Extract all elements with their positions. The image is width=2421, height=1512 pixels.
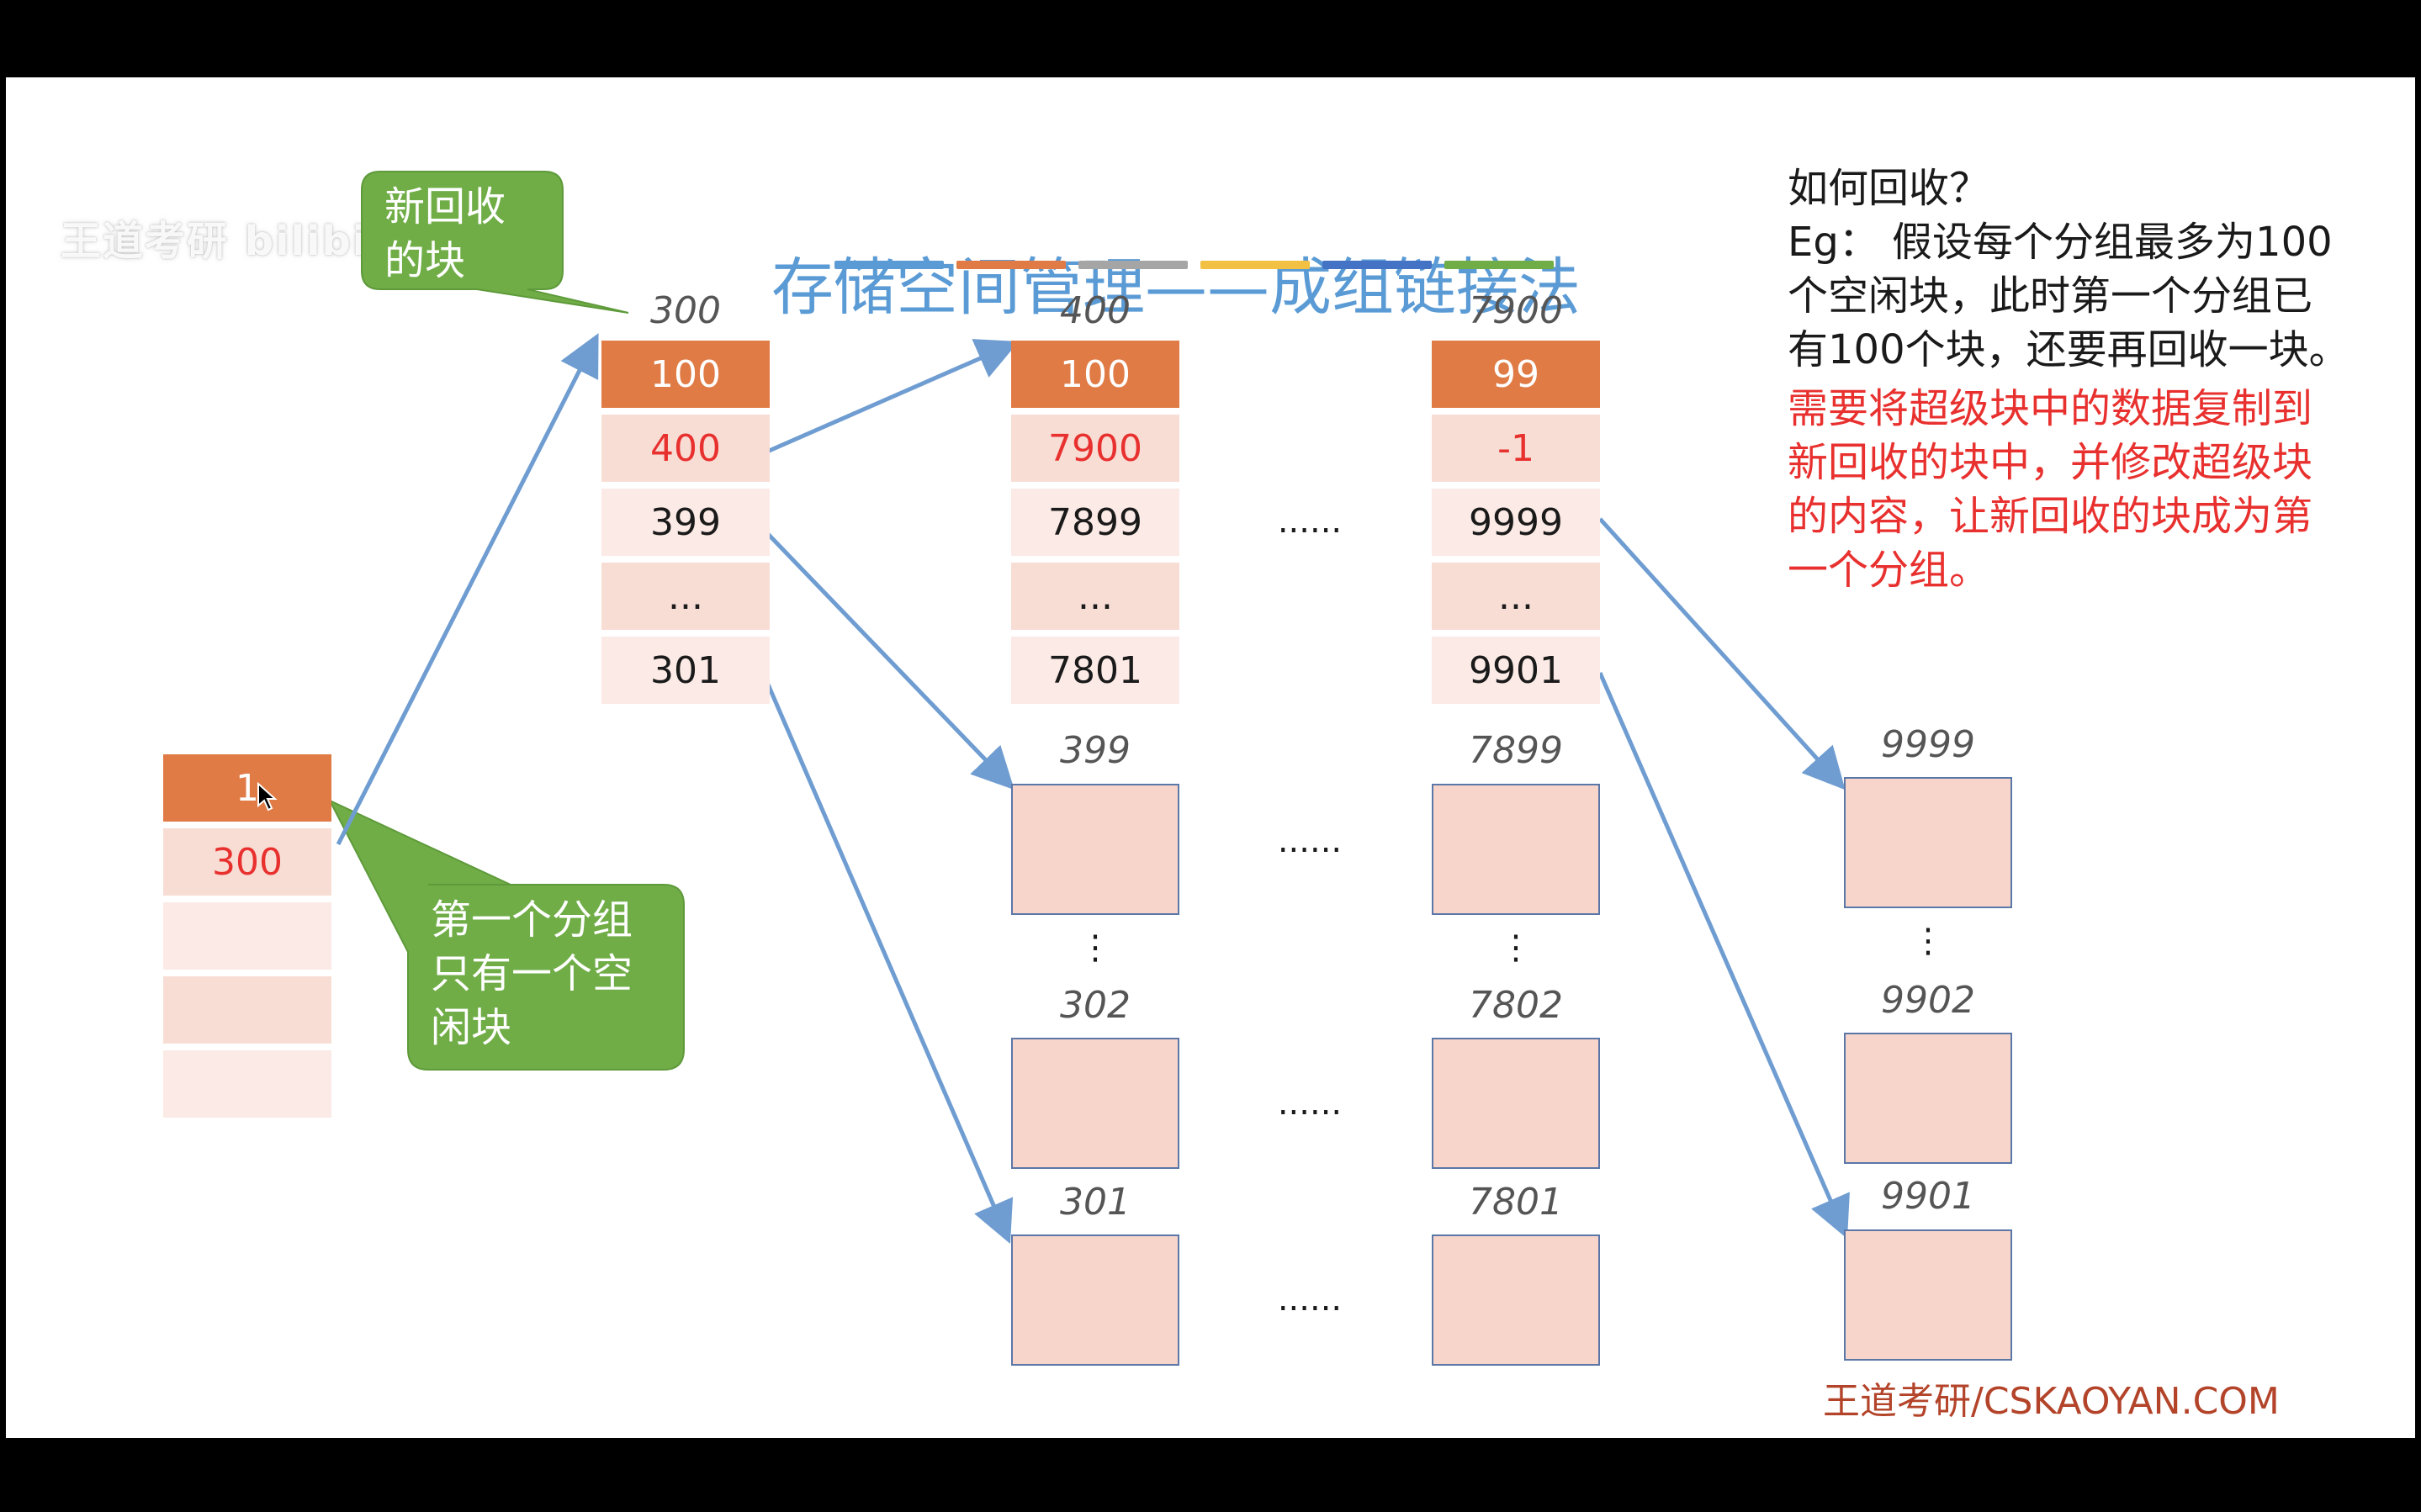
bubble-new-text-1: 新回收 bbox=[384, 183, 506, 230]
group1-label: 300 bbox=[650, 289, 721, 332]
answer-line-3: 的内容，让新回收的块成为第 bbox=[1788, 493, 2313, 540]
arrow-group1-to-group2 bbox=[766, 339, 1020, 454]
free-block bbox=[1011, 1234, 1179, 1366]
vertical-ellipsis: ⋮ bbox=[1499, 928, 1533, 967]
arrow-to-block-399 bbox=[766, 531, 1014, 790]
free-block bbox=[1432, 1234, 1600, 1366]
slide: 王道考研 bilibili 存储空间管理——成组链接法 bbox=[6, 77, 2415, 1438]
free-block bbox=[1432, 784, 1600, 915]
bubble-first-text-2: 只有一个空 bbox=[431, 950, 633, 997]
vertical-ellipsis: ⋮ bbox=[1911, 922, 1945, 960]
arrow-to-block-301 bbox=[760, 672, 1014, 1245]
bubble-new-text-2: 的块 bbox=[384, 237, 466, 284]
superblock-next: 300 bbox=[163, 828, 331, 896]
free-block bbox=[1432, 1038, 1600, 1169]
group3-row5: 9901 bbox=[1432, 637, 1600, 704]
block-label: 7802 bbox=[1469, 984, 1563, 1027]
free-block bbox=[1011, 1038, 1179, 1169]
block-label: 9902 bbox=[1881, 979, 1975, 1022]
example-line-3: 有100个块，还要再回收一块。 bbox=[1788, 326, 2349, 373]
superblock-row-empty bbox=[163, 902, 331, 970]
block-label: 7801 bbox=[1469, 1181, 1563, 1224]
ellipsis: ...... bbox=[1277, 502, 1343, 541]
ellipsis: ...... bbox=[1277, 822, 1343, 860]
answer-line-1: 需要将超级块中的数据复制到 bbox=[1788, 385, 2313, 432]
free-block bbox=[1844, 1033, 2012, 1164]
answer-line-4: 一个分组。 bbox=[1788, 547, 1990, 594]
group1-count: 100 bbox=[601, 341, 770, 408]
footer-brand: 王道考研/CSKAOYAN.COM bbox=[1823, 1380, 2280, 1423]
group3-next: -1 bbox=[1432, 415, 1600, 482]
watermark: 王道考研 bilibili bbox=[61, 218, 400, 265]
mouse-cursor-icon bbox=[257, 782, 278, 812]
group1-row3: 399 bbox=[601, 489, 770, 556]
block-label: 399 bbox=[1060, 729, 1131, 772]
example-line-2: 个空闲块，此时第一个分组已 bbox=[1788, 272, 2313, 320]
group2-count: 100 bbox=[1011, 341, 1179, 408]
underline-seg-2 bbox=[956, 261, 1066, 269]
bubble-new-block bbox=[361, 171, 629, 314]
vertical-ellipsis: ⋮ bbox=[1078, 928, 1112, 967]
group2-row5: 7801 bbox=[1011, 637, 1179, 704]
bubble-first-text-3: 闲块 bbox=[431, 1004, 512, 1051]
group1-row4: ... bbox=[601, 563, 770, 630]
group3-row4: ... bbox=[1432, 563, 1600, 630]
group2-row3: 7899 bbox=[1011, 489, 1179, 556]
question-text: 如何回收？ bbox=[1788, 165, 1990, 212]
arrow-superblock-to-group1 bbox=[336, 333, 599, 846]
group2-label: 400 bbox=[1060, 289, 1131, 332]
ellipsis: ...... bbox=[1277, 1280, 1343, 1319]
block-label: 9901 bbox=[1881, 1175, 1975, 1218]
underline-seg-3 bbox=[1078, 261, 1188, 269]
free-block bbox=[1844, 777, 2012, 908]
group3-label: 7900 bbox=[1469, 289, 1563, 332]
group1-next: 400 bbox=[601, 415, 770, 482]
underline-seg-1 bbox=[834, 261, 944, 269]
bubble-first-group bbox=[327, 798, 685, 1071]
arrow-lines bbox=[336, 333, 1850, 1245]
group1-row5: 301 bbox=[601, 637, 770, 704]
group2-next: 7900 bbox=[1011, 415, 1179, 482]
superblock-row-empty bbox=[163, 976, 331, 1044]
underline-seg-4 bbox=[1200, 261, 1310, 269]
block-label: 301 bbox=[1060, 1181, 1131, 1224]
diagram-graphics bbox=[327, 171, 1850, 1245]
answer-line-2: 新回收的块中，并修改超级块 bbox=[1788, 439, 2313, 486]
bubble-first-text-1: 第一个分组 bbox=[431, 896, 633, 944]
group2-row4: ... bbox=[1011, 563, 1179, 630]
ellipsis: ...... bbox=[1277, 1084, 1343, 1123]
group3-row3: 9999 bbox=[1432, 489, 1600, 556]
arrow-to-block-9901 bbox=[1597, 671, 1850, 1240]
block-label: 302 bbox=[1060, 984, 1131, 1027]
underline-seg-6 bbox=[1444, 261, 1554, 269]
block-label: 9999 bbox=[1881, 723, 1975, 766]
example-line-1: Eg： 假设每个分组最多为100 bbox=[1788, 219, 2333, 266]
underline-seg-5 bbox=[1322, 261, 1432, 269]
group3-count: 99 bbox=[1432, 341, 1600, 408]
superblock-row-empty bbox=[163, 1050, 331, 1118]
free-block bbox=[1011, 784, 1179, 915]
block-label: 7899 bbox=[1469, 729, 1563, 772]
arrow-to-block-9999 bbox=[1598, 517, 1846, 790]
free-block bbox=[1844, 1229, 2012, 1361]
superblock-count: 1 bbox=[163, 754, 331, 822]
